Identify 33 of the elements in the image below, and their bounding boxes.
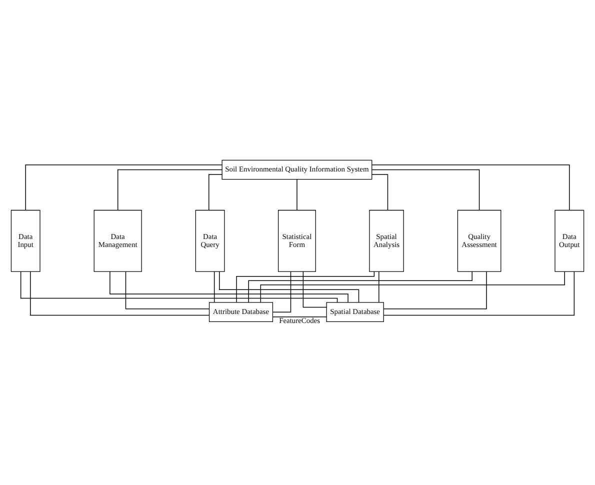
connector: [260, 271, 565, 303]
connector: [302, 271, 327, 308]
node-box: Soil Environmental Quality Information System: [222, 160, 372, 180]
node-box: Quality Assessment: [457, 210, 502, 272]
connector: [296, 178, 298, 211]
node-box: Data Query: [195, 210, 225, 272]
connector: [214, 271, 215, 303]
connector: [25, 164, 222, 211]
node-box: Data Output: [554, 210, 584, 272]
connector: [372, 169, 480, 210]
edge-label: FeatureCodes: [279, 316, 320, 325]
connector: [248, 271, 472, 303]
connector: [110, 271, 348, 303]
connector: [383, 271, 487, 310]
node-box: Statistical Form: [278, 210, 316, 272]
node-box: Attribute Database: [208, 302, 274, 322]
connector: [272, 316, 327, 318]
connector: [372, 174, 388, 211]
connector: [272, 271, 292, 312]
connector: [219, 271, 360, 303]
connector: [208, 174, 222, 211]
connector: [20, 271, 338, 303]
connector: [378, 271, 380, 303]
node-box: Data Management: [94, 210, 142, 272]
connector: [372, 164, 570, 211]
node-box: Spatial Database: [326, 302, 384, 322]
connector: [383, 271, 575, 316]
node-box: Spatial Analysis: [369, 210, 404, 272]
connector: [236, 271, 375, 303]
node-box: Data Input: [10, 210, 40, 272]
connector: [117, 169, 222, 210]
connector: [30, 271, 210, 316]
connector: [125, 271, 210, 310]
